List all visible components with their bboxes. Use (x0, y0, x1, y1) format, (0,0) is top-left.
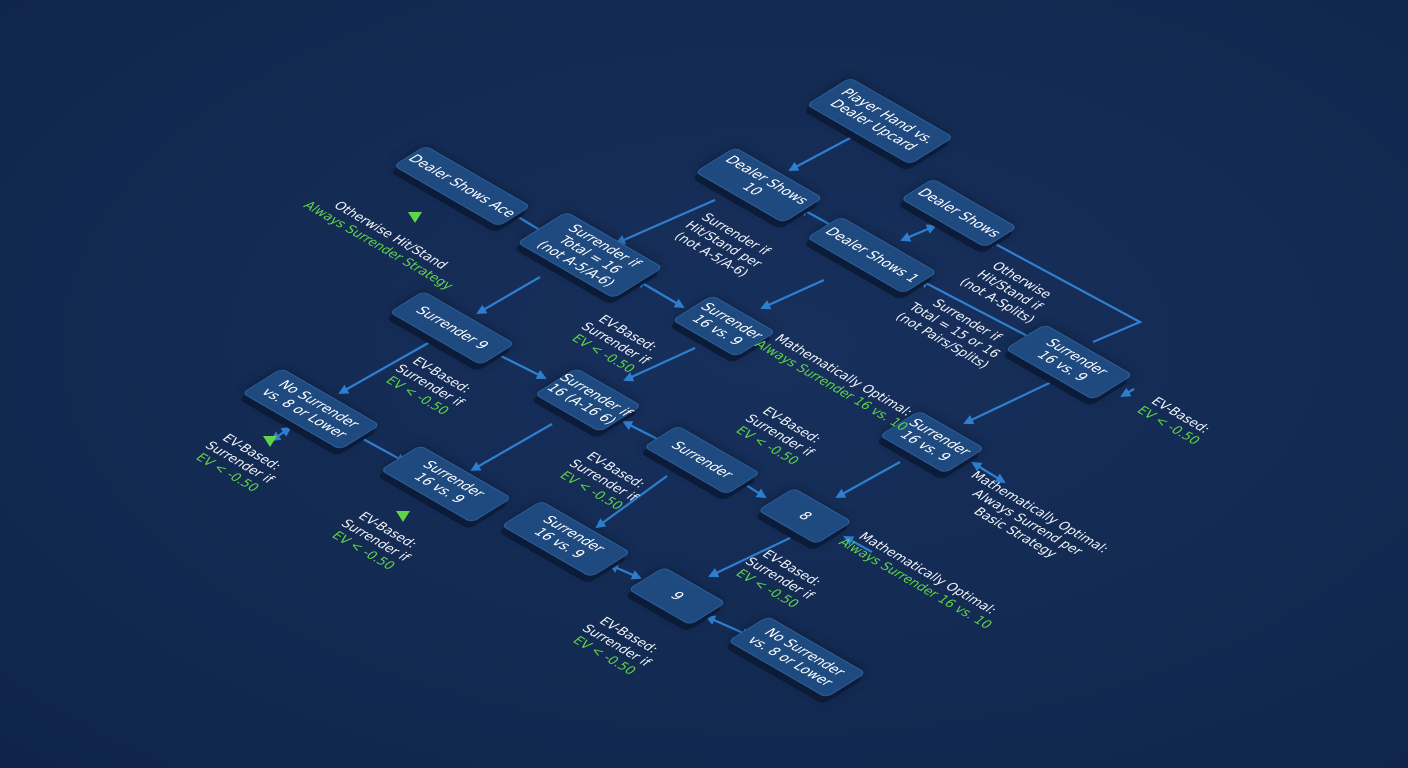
edge (900, 224, 937, 242)
edge (835, 461, 901, 498)
edge (760, 278, 825, 310)
edge (788, 136, 853, 171)
edge (476, 276, 541, 315)
edge (635, 278, 685, 309)
node-text-line: 9 (666, 589, 688, 603)
edge (608, 563, 642, 580)
edge (986, 239, 1143, 344)
edge (470, 423, 553, 471)
edge (355, 434, 407, 463)
edge (963, 377, 1061, 425)
green-arrowhead (408, 212, 422, 223)
edge (595, 475, 668, 529)
edge (338, 341, 431, 394)
edge (492, 351, 547, 379)
edge (918, 279, 1037, 341)
edge (615, 198, 716, 245)
green-arrowhead (263, 436, 277, 447)
edge (1120, 387, 1135, 398)
edge (971, 461, 1006, 484)
edge (708, 537, 791, 578)
green-arrowhead (396, 511, 410, 522)
edge (843, 536, 873, 553)
node-text-line: 8 (794, 509, 816, 523)
edge (623, 346, 696, 382)
